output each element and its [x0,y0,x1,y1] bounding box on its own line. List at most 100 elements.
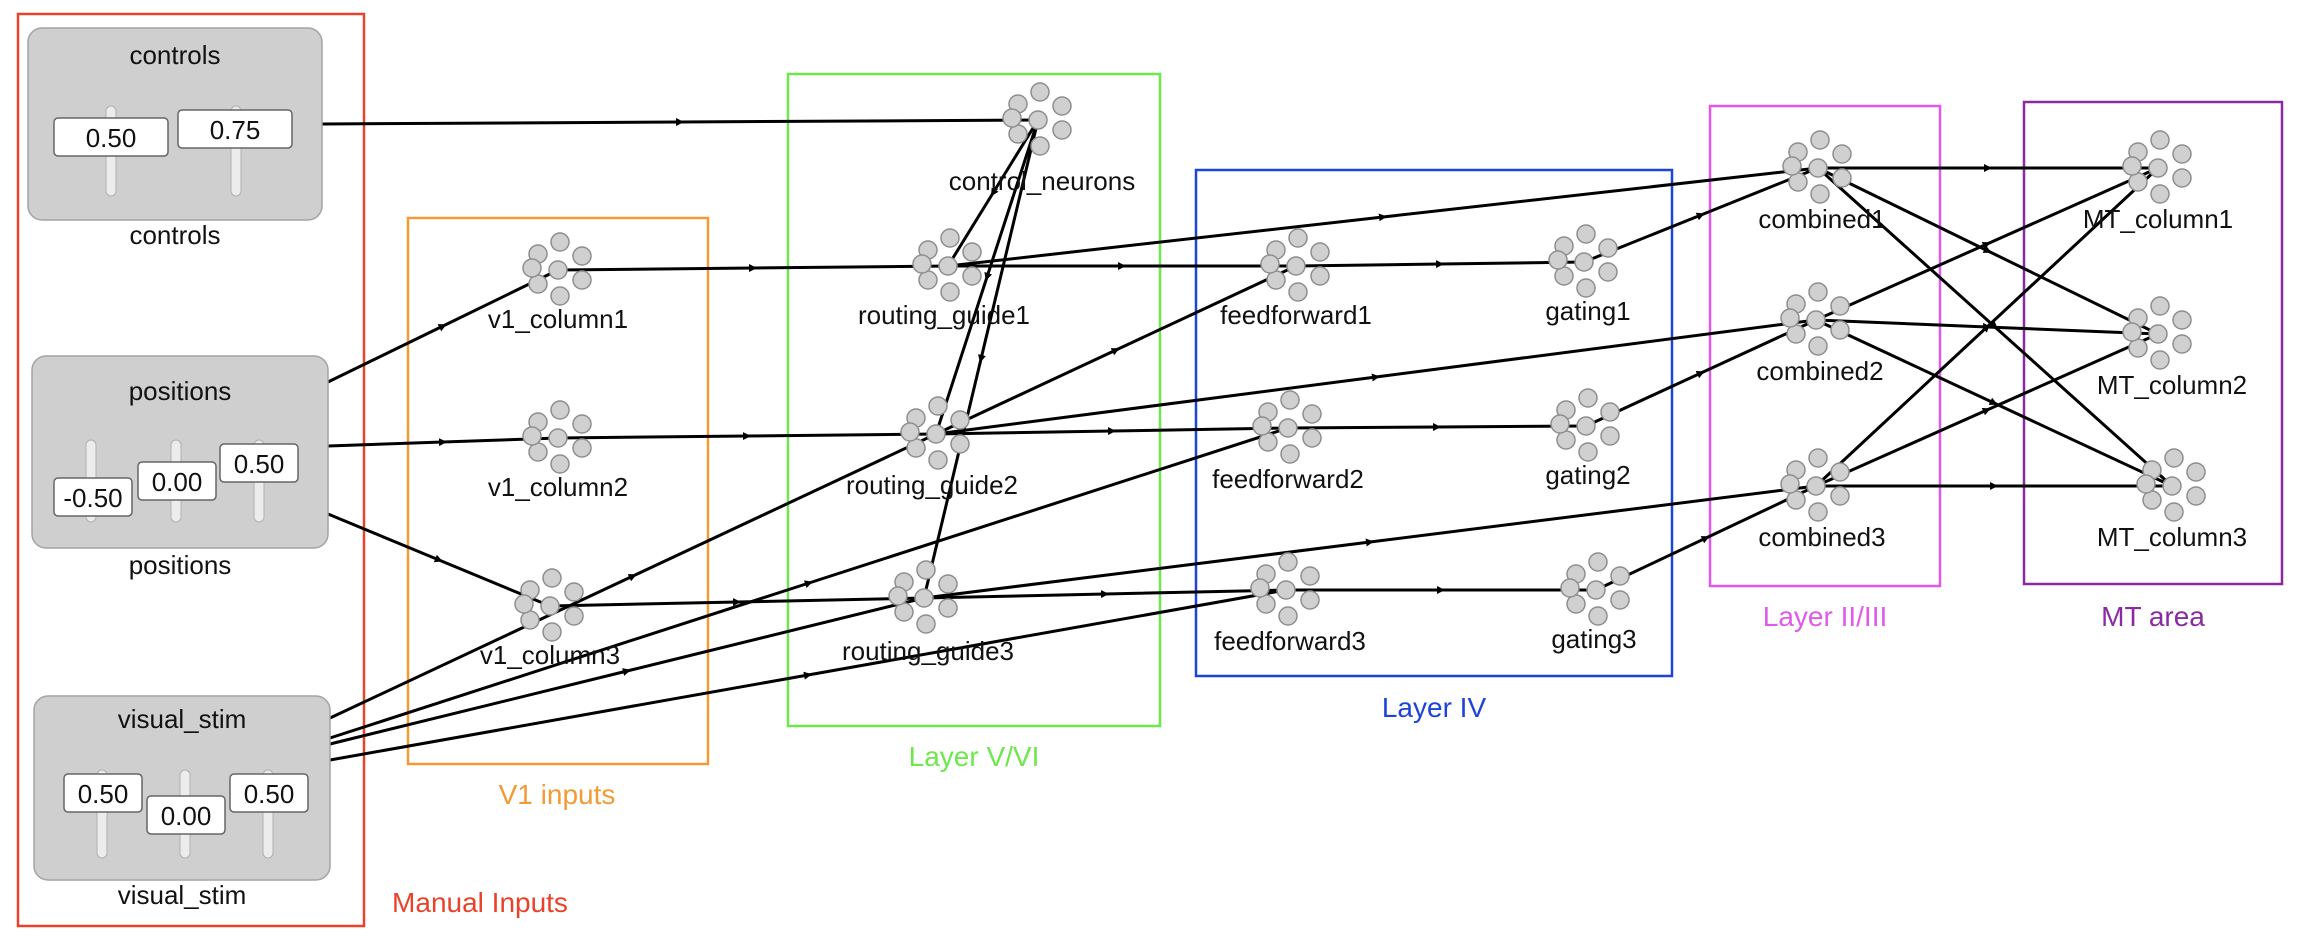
neuron-unit [2172,310,2192,330]
connection-gating3-to-combined3 [1595,484,1817,592]
node-gating2[interactable]: gating2 [1545,388,1631,490]
connection-edges [321,118,2174,762]
connection-combined2-to-MT_column1 [1815,166,2159,322]
node-label-routing_guide3: routing_guide3 [842,636,1014,666]
input-panel-controls[interactable]: controls 0.50 0.75 controls [27,27,323,250]
neuron-unit [1830,462,1850,482]
connection-feedforward1-to-gating1 [1295,260,1585,269]
neuron-unit [1052,120,1072,140]
slider-value-box[interactable] [177,109,293,149]
slider-value: 0.50 [244,779,295,809]
connection-positions-to-v1_column3 [327,512,551,608]
group-frame-layer-iv [1194,168,1674,678]
slider-value-box[interactable] [146,795,226,835]
neuron-unit [1808,448,1828,468]
slider-value-box[interactable] [229,773,309,813]
connection-v1_column2-to-routing_guide2 [557,432,937,441]
neuron-unit [1830,296,1850,316]
neuron-unit [572,414,592,434]
node-gating3[interactable]: gating3 [1551,552,1637,654]
connection-routing_guide2-to-combined2 [935,318,1817,436]
neuron-unit [938,574,958,594]
connection-control_neurons-to-routing_guide1 [946,119,1040,267]
connection-routing_guide3-to-combined3 [923,484,1817,600]
node-combined1[interactable]: combined1 [1758,130,1886,234]
neuron-unit [548,428,568,448]
neuron-unit [1278,552,1298,572]
node-label-gating2: gating2 [1545,460,1630,490]
node-label-MT_column3: MT_column3 [2097,522,2247,552]
neuron-unit [1260,254,1280,274]
neuron-unit [1578,388,1598,408]
neuron-unit [1576,278,1596,298]
neuron-unit [912,254,932,274]
neuron-unit [2162,476,2182,496]
node-v1_column2[interactable]: v1_column2 [488,400,628,502]
connection-positions-to-v1_column2 [327,436,559,448]
slider-value-box[interactable] [219,443,299,483]
neuron-unit [1808,336,1828,356]
neuron-unit [1610,566,1630,586]
node-MT_column2[interactable]: MT_column2 [2097,296,2247,400]
neuron-unit [2172,144,2192,164]
panel-caption: positions [129,550,232,580]
neuron-unit [1548,250,1568,270]
neuron-unit [550,454,570,474]
node-feedforward2[interactable]: feedforward2 [1212,390,1364,494]
input-panel-visual-stim[interactable]: visual_stim 0.50 0.00 0.50 visual_stim [33,695,331,910]
neuron-unit [1302,404,1322,424]
neuron-unit [1600,402,1620,422]
neuron-unit [1586,580,1606,600]
connection-control_neurons-to-routing_guide2 [934,119,1040,435]
node-label-feedforward1: feedforward1 [1220,300,1372,330]
node-gating1[interactable]: gating1 [1545,224,1631,326]
neuron-unit [940,228,960,248]
neuron-unit [2150,184,2170,204]
slider-value: -0.50 [63,483,122,513]
group-frame-layer-ii-iii [1708,104,1942,588]
node-MT_column1[interactable]: MT_column1 [2083,130,2233,234]
node-feedforward1[interactable]: feedforward1 [1220,228,1372,330]
connection-visual_stim-to-feedforward3 [329,588,1287,762]
connection-v1_column1-to-routing_guide1 [557,264,949,273]
node-MT_column3[interactable]: MT_column3 [2097,448,2247,552]
node-routing_guide3[interactable]: routing_guide3 [842,560,1014,666]
neuron-unit [1576,224,1596,244]
neuron-unit [962,242,982,262]
node-combined3[interactable]: combined3 [1758,448,1886,552]
neuron-unit [1280,390,1300,410]
node-combined2[interactable]: combined2 [1756,282,1884,386]
connection-visual_stim-to-routing_guide2 [329,432,937,720]
node-v1_column3[interactable]: v1_column3 [480,568,620,670]
connection-combined3-to-MT_column1 [1814,166,2160,488]
neuron-unit [1288,282,1308,302]
neuron-unit [1288,228,1308,248]
slider-value-box[interactable] [137,461,217,501]
connection-controls-to-control_neurons [321,118,1039,127]
neuron-unit [2150,296,2170,316]
neuron-unit [1300,566,1320,586]
neuron-unit [1806,476,1826,496]
group-title-layer-v-vi: Layer V/VI [909,741,1040,772]
neuron-unit [1574,252,1594,272]
neuron-unit [2186,462,2206,482]
connection-feedforward2-to-gating2 [1287,423,1587,432]
neuron-unit [1560,578,1580,598]
node-v1_column1[interactable]: v1_column1 [488,232,628,334]
node-feedforward3[interactable]: feedforward3 [1214,552,1366,656]
neuron-unit [1310,242,1330,262]
slider-value-box[interactable] [63,773,143,813]
neuron-unit [928,450,948,470]
node-label-gating3: gating3 [1551,624,1636,654]
node-control_neurons[interactable]: control_neurons [949,82,1135,196]
neuron-unit [572,246,592,266]
slider-value: 0.00 [152,467,203,497]
neuron-unit [1310,266,1330,286]
slider-value-box[interactable] [53,477,133,517]
slider-value: 0.50 [86,123,137,153]
node-routing_guide1[interactable]: routing_guide1 [858,228,1030,330]
node-routing_guide2[interactable]: routing_guide2 [846,396,1018,500]
slider-value-box[interactable] [53,117,169,157]
neuron-unit [900,422,920,442]
input-panel-positions[interactable]: positions -0.50 0.00 0.50 positions [31,355,329,580]
